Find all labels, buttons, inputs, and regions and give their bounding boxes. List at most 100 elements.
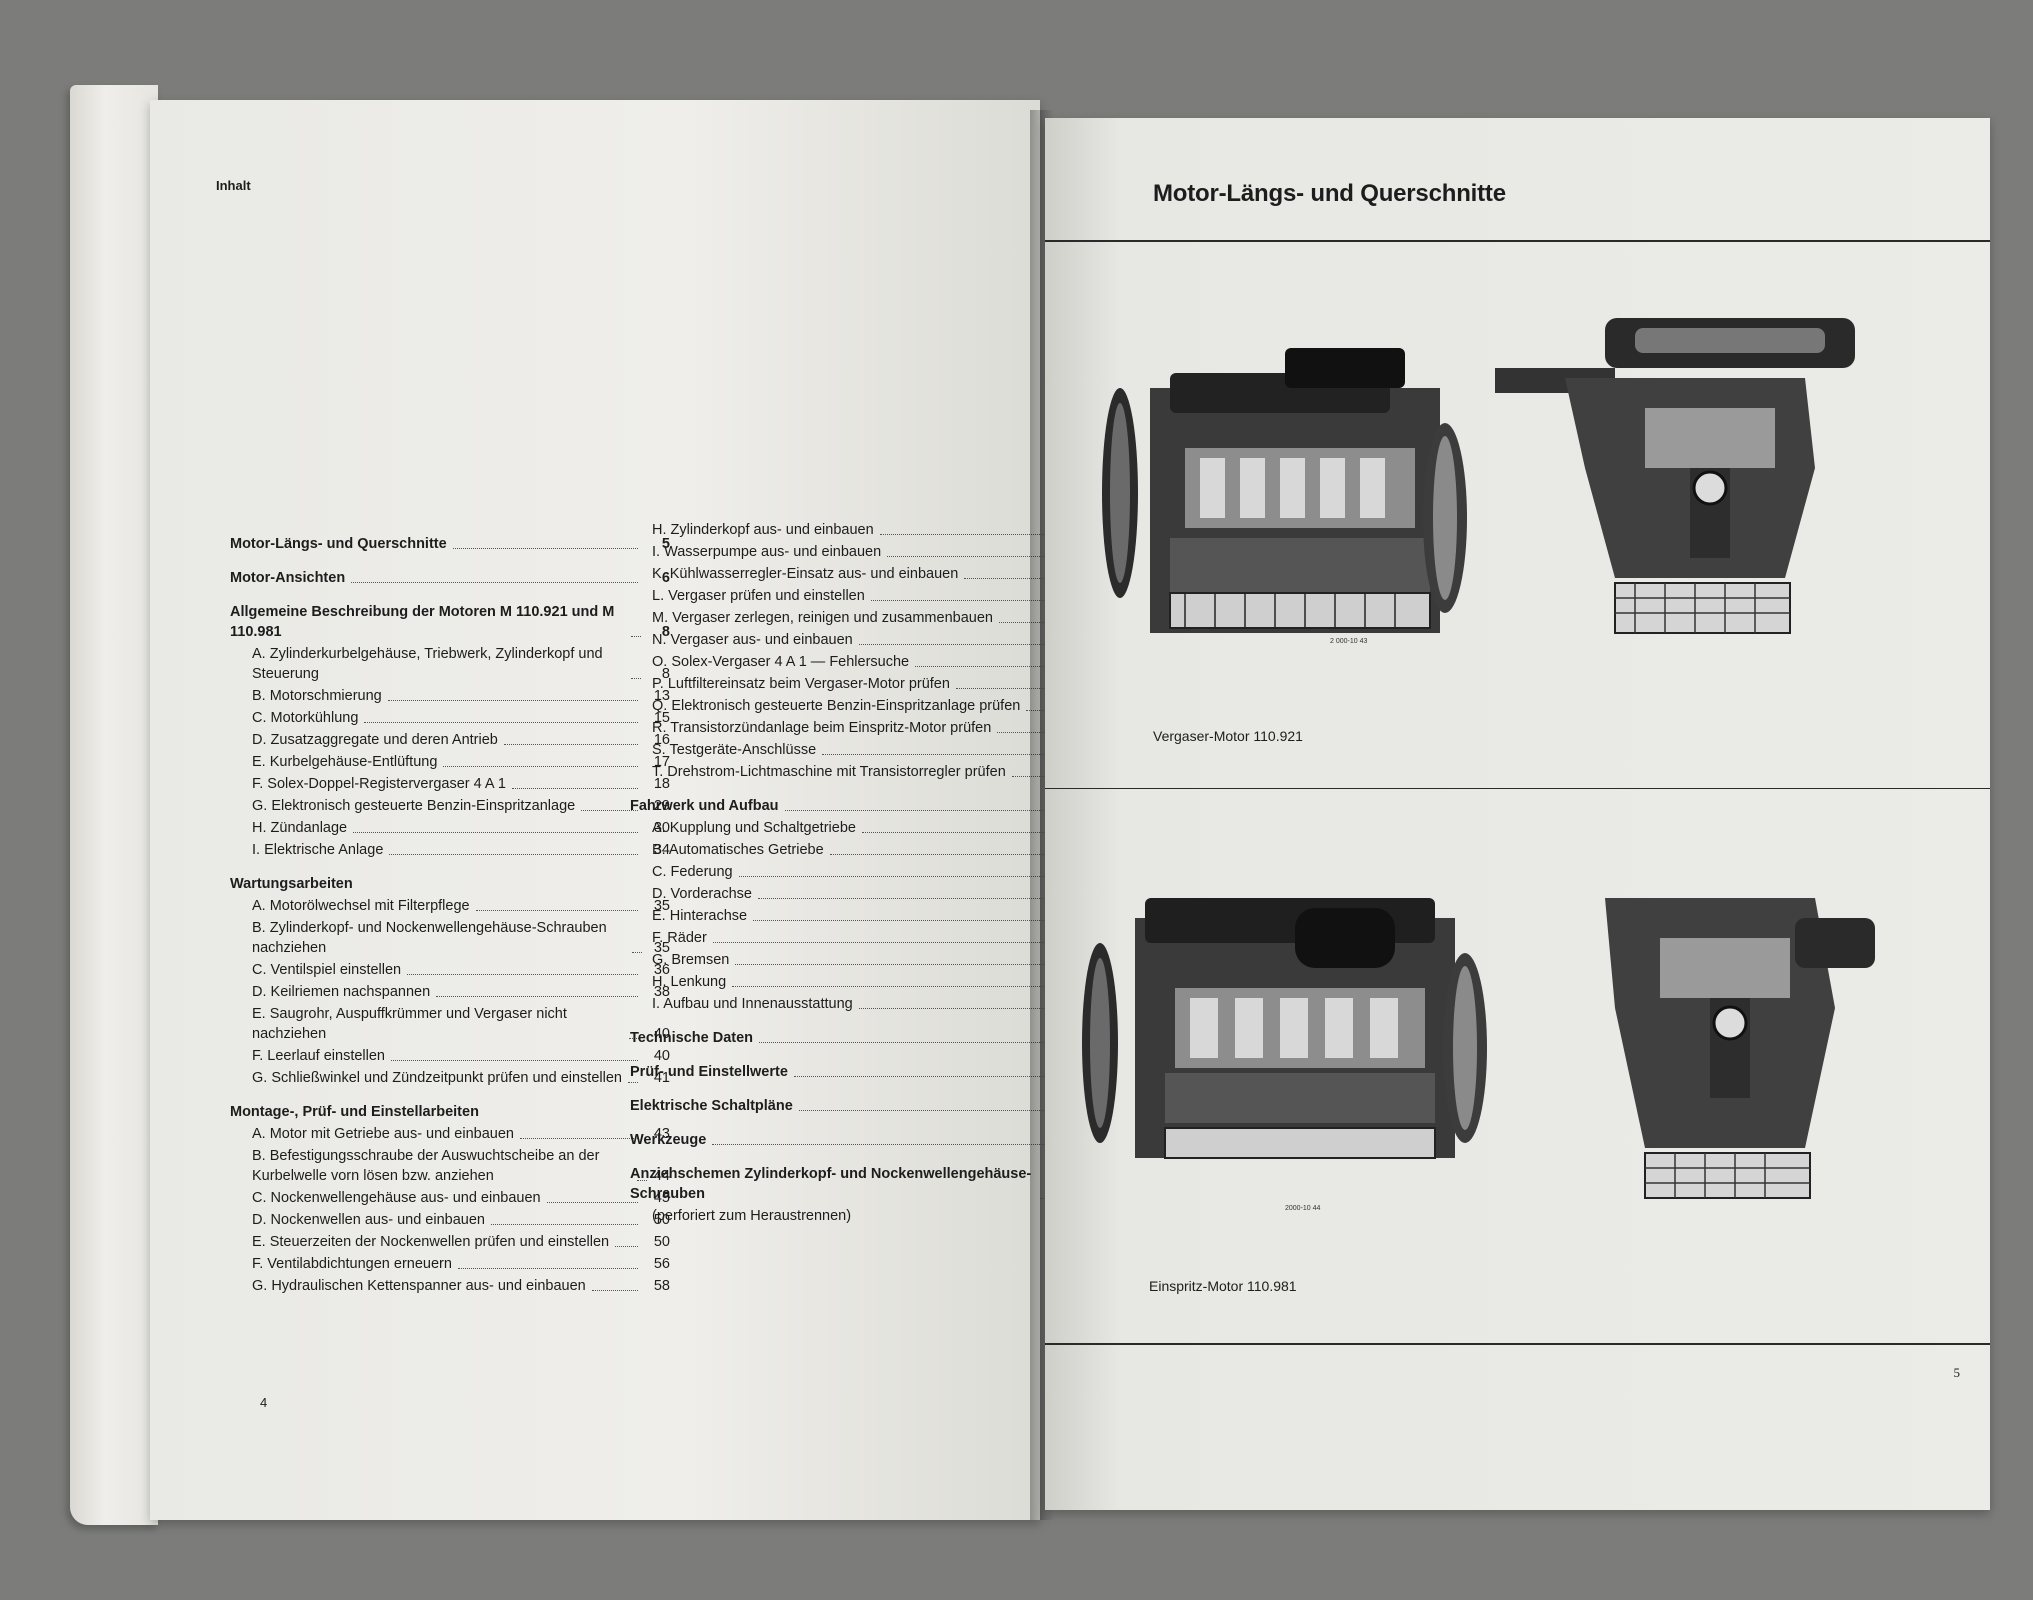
leader-dots xyxy=(389,854,638,855)
toc-entry-label: C. Nockenwellengehäuse aus- und einbauen xyxy=(252,1190,541,1206)
toc-entry: F. Räder89 xyxy=(630,928,1080,948)
toc-entry-label: E. Kurbelgehäuse-Entlüftung xyxy=(252,754,438,770)
book-cover-edge xyxy=(70,85,158,1525)
toc-entry-label: E. Hinterachse xyxy=(652,908,748,924)
leader-dots xyxy=(581,810,638,811)
leader-dots xyxy=(511,788,638,789)
cross-section-illustration xyxy=(1605,898,1875,1199)
toc-entry: E. Steuerzeiten der Nockenwellen prüfen … xyxy=(230,1232,670,1252)
leader-dots xyxy=(793,1076,1048,1077)
toc-entry: T. Drehstrom-Lichtmaschine mit Transisto… xyxy=(630,762,1080,782)
leader-dots xyxy=(387,700,638,701)
toc-entry-label: C. Federung xyxy=(652,864,733,880)
toc-entry-label: H. Lenkung xyxy=(652,974,727,990)
toc-entry-label: Elektrische Schaltpläne xyxy=(630,1098,793,1114)
toc-entry: P. Luftfiltereinsatz beim Vergaser-Motor… xyxy=(630,674,1080,694)
caption-carburetor-engine: Vergaser-Motor 110.921 xyxy=(1153,728,1303,744)
toc-entry-label: Motor-Längs- und Querschnitte xyxy=(230,536,447,552)
toc-entry-label: B. Automatisches Getriebe xyxy=(652,842,824,858)
toc-entry-label: Technische Daten xyxy=(630,1030,754,1046)
toc-entry-label: S. Testgeräte-Anschlüsse xyxy=(652,742,817,758)
toc-entry: A. Zylinderkurbelgehäuse, Triebwerk, Zyl… xyxy=(230,644,670,684)
leader-dots xyxy=(475,910,638,911)
leader-dots xyxy=(757,898,1048,899)
leader-dots xyxy=(784,810,1048,811)
toc-entry-label: F. Räder xyxy=(652,930,707,946)
toc-page-number: 50 xyxy=(653,1234,670,1250)
toc-entry-label: D. Vorderachse xyxy=(652,886,752,902)
leader-dots xyxy=(915,666,1048,667)
toc-entry: Q. Elektronisch gesteuerte Benzin-Einspr… xyxy=(630,696,1080,716)
toc-entry-label: R. Transistorzündanlage beim Einspritz-M… xyxy=(652,720,992,736)
figure-code: 2000-10 44 xyxy=(1285,1205,1321,1212)
toc-entry-label: D. Zusatzaggregate und deren Antrieb xyxy=(252,732,498,748)
cross-section-illustration xyxy=(1495,318,1855,634)
figure-code: 2 000-10 43 xyxy=(1330,638,1367,645)
toc-entry-label: H. Zylinderkopf aus- und einbauen xyxy=(652,522,874,538)
leader-dots xyxy=(861,832,1048,833)
toc-entry-label: H. Zündanlage xyxy=(252,820,348,836)
toc-entry-label: D. Nockenwellen aus- und einbauen xyxy=(252,1212,485,1228)
leader-dots xyxy=(738,876,1048,877)
toc-entry-label: A. Motor mit Getriebe aus- und einbauen xyxy=(252,1126,514,1142)
bottom-rule xyxy=(1045,1343,1990,1345)
toc-entry-label: K. Kühlwasserregler-Einsatz aus- und ein… xyxy=(652,566,959,582)
toc-entry-label: I. Wasserpumpe aus- und einbauen xyxy=(652,544,882,560)
toc-entry-label: A. Zylinderkurbelgehäuse, Triebwerk, Zyl… xyxy=(252,646,603,682)
toc-section: Wartungsarbeiten xyxy=(230,874,670,894)
toc-entry: (perforiert zum Heraustrennen) xyxy=(630,1206,1080,1226)
leader-dots xyxy=(997,732,1048,733)
leader-dots xyxy=(519,1138,638,1139)
leader-dots xyxy=(955,688,1048,689)
toc-entry: I. Wasserpumpe aus- und einbauen67 xyxy=(630,542,1080,562)
right-page: Motor-Längs- und Querschnitte xyxy=(1045,118,1990,1510)
toc-page-number: 56 xyxy=(653,1256,670,1272)
toc-section: Montage-, Prüf- und Einstellarbeiten xyxy=(230,1102,670,1122)
caption-injection-engine: Einspritz-Motor 110.981 xyxy=(1149,1278,1297,1294)
toc-page-number: 41 xyxy=(653,1070,670,1086)
toc-page-number: 50 xyxy=(653,1212,670,1228)
toc-page-number: 58 xyxy=(653,1278,670,1294)
toc-entry: L. Vergaser prüfen und einstellen68 xyxy=(630,586,1080,606)
toc-section: Werkzeuge101 xyxy=(630,1130,1080,1150)
toc-entry-label: F. Ventilabdichtungen erneuern xyxy=(252,1256,452,1272)
leader-dots xyxy=(546,1202,638,1203)
leader-dots xyxy=(407,974,638,975)
longitudinal-section-illustration: 2 000-10 43 xyxy=(1102,348,1467,645)
toc-entry: M. Vergaser zerlegen, reinigen und zusam… xyxy=(630,608,1080,628)
leader-dots xyxy=(631,678,641,679)
leader-dots xyxy=(870,600,1048,601)
toc-page-number: 8 xyxy=(661,666,670,682)
leader-dots xyxy=(858,644,1048,645)
toc-entry-label: L. Vergaser prüfen und einstellen xyxy=(652,588,865,604)
leader-dots xyxy=(829,854,1048,855)
leader-dots xyxy=(712,1144,1048,1145)
toc-entry: B. Automatisches Getriebe86 xyxy=(630,840,1080,860)
toc-page-number: 45 xyxy=(653,1190,670,1206)
leader-dots xyxy=(798,1110,1048,1111)
toc-page-number: 35 xyxy=(653,898,670,914)
toc-entry-label: G. Elektronisch gesteuerte Benzin-Einspr… xyxy=(252,798,576,814)
toc-entry-label: P. Luftfiltereinsatz beim Vergaser-Motor… xyxy=(652,676,950,692)
toc-entry-label: T. Drehstrom-Lichtmaschine mit Transisto… xyxy=(652,764,1006,780)
divider-rule xyxy=(1045,788,1990,789)
toc-page-number: 8 xyxy=(661,624,670,640)
toc-entry-label: Motor-Ansichten xyxy=(230,570,346,586)
toc-entry: G. Elektronisch gesteuerte Benzin-Einspr… xyxy=(230,796,670,816)
toc-entry: D. Vorderachse89 xyxy=(630,884,1080,904)
toc-page-number: 15 xyxy=(653,710,670,726)
toc-page-number: 17 xyxy=(653,754,670,770)
toc-entry: R. Transistorzündanlage beim Einspritz-M… xyxy=(630,718,1080,738)
leader-dots xyxy=(1039,1198,1050,1199)
leader-dots xyxy=(998,622,1048,623)
toc-section: Fahrwerk und Aufbau86 xyxy=(630,796,1080,816)
toc-page-number: 29 xyxy=(653,798,670,814)
leader-dots xyxy=(630,636,641,637)
leader-dots xyxy=(753,920,1048,921)
leader-dots xyxy=(591,1290,638,1291)
toc-section: Anziehschemen Zylinderkopf- und Nockenwe… xyxy=(630,1164,1080,1204)
